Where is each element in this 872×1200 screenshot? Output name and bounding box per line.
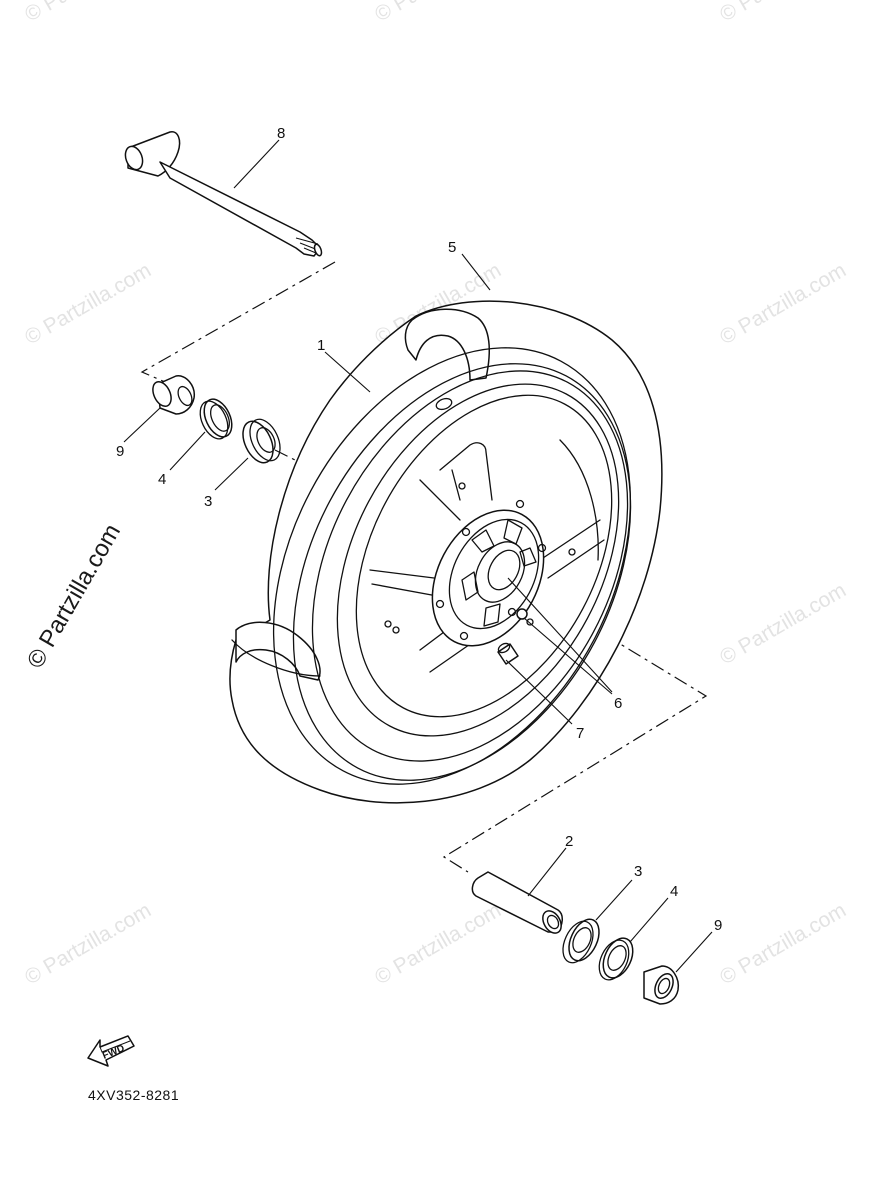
left-bearing-3 [242, 418, 281, 464]
watermark: © Partzilla.com [716, 579, 850, 670]
callout-6: 6 [614, 695, 622, 712]
watermark: © Partzilla.com [716, 899, 850, 990]
callout-1: 1 [317, 337, 325, 354]
callout-7: 7 [576, 725, 584, 742]
watermark: © Partzilla.com [716, 0, 850, 26]
leader-lines [123, 139, 713, 973]
left-oil-seal-4 [199, 398, 233, 440]
watermark: © Partzilla.com [21, 259, 155, 350]
watermark: © Partzilla.com [371, 899, 505, 990]
axle-part [124, 131, 323, 257]
diagram-reference-code: 4XV352-8281 [88, 1087, 179, 1103]
callout-5: 5 [448, 239, 456, 256]
callout-4-right: 4 [670, 883, 678, 900]
callout-9-left: 9 [116, 443, 124, 460]
callout-4-left: 4 [158, 471, 166, 488]
callout-3-left: 3 [204, 493, 212, 510]
right-bearing-3 [562, 918, 600, 964]
fwd-arrow-icon: FWD [87, 1035, 135, 1067]
left-spacer-9 [152, 375, 195, 415]
callout-2: 2 [565, 833, 573, 850]
watermark: © Partzilla.com [21, 899, 155, 990]
callout-8: 8 [277, 125, 285, 142]
watermark: © Partzilla.com [716, 259, 850, 350]
watermark: © Partzilla.com [21, 0, 155, 26]
right-oil-seal-4 [598, 937, 634, 981]
wheel-assembly [229, 300, 663, 804]
callouts: 8 5 1 9 4 3 6 7 2 3 4 9 [116, 125, 722, 934]
callout-3-right: 3 [634, 863, 642, 880]
callout-9-right: 9 [714, 917, 722, 934]
watermark: © Partzilla.com [371, 0, 505, 26]
right-spacer-9 [643, 965, 680, 1005]
watermark-strong: © Partzilla.com [22, 519, 126, 673]
collar-part-2 [471, 871, 563, 934]
valve-part-7 [497, 642, 519, 665]
valve-part-6 [516, 608, 534, 626]
